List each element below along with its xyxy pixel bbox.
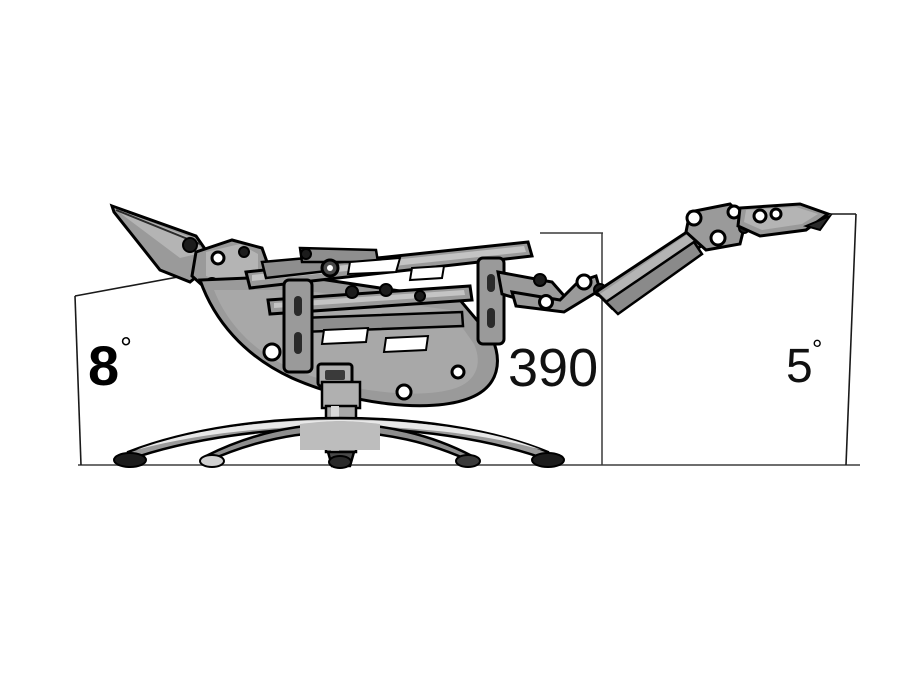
back-angle-degree-symbol: °	[120, 332, 132, 365]
legrest-transition-linkage	[496, 270, 607, 314]
annotation-labels: 8 ° 390 5 °	[88, 332, 822, 398]
secondary-link-plate	[476, 256, 506, 346]
back-angle-value: 8	[88, 334, 119, 397]
seat-frame-pivots	[345, 283, 426, 302]
legrest-angle-vertical-leader	[845, 213, 857, 466]
frame-highlight-pockets	[320, 256, 446, 354]
legrest-angle-degree-symbol: °	[812, 334, 822, 364]
chair-mechanism-assembly	[109, 202, 833, 469]
center-link-plate	[282, 278, 314, 374]
legrest-parallel-link	[604, 240, 704, 316]
back-angle-vertical-leader	[74, 295, 82, 466]
footplate-extension	[736, 202, 833, 238]
five-star-base	[126, 416, 550, 464]
backrest-support-arm	[109, 203, 217, 284]
legrest-angle-value: 5	[786, 340, 813, 393]
seat-height-value: 390	[508, 338, 598, 398]
rear-scissor-linkage	[260, 246, 380, 280]
base-casters	[113, 452, 565, 469]
control-lever-block	[316, 362, 354, 388]
